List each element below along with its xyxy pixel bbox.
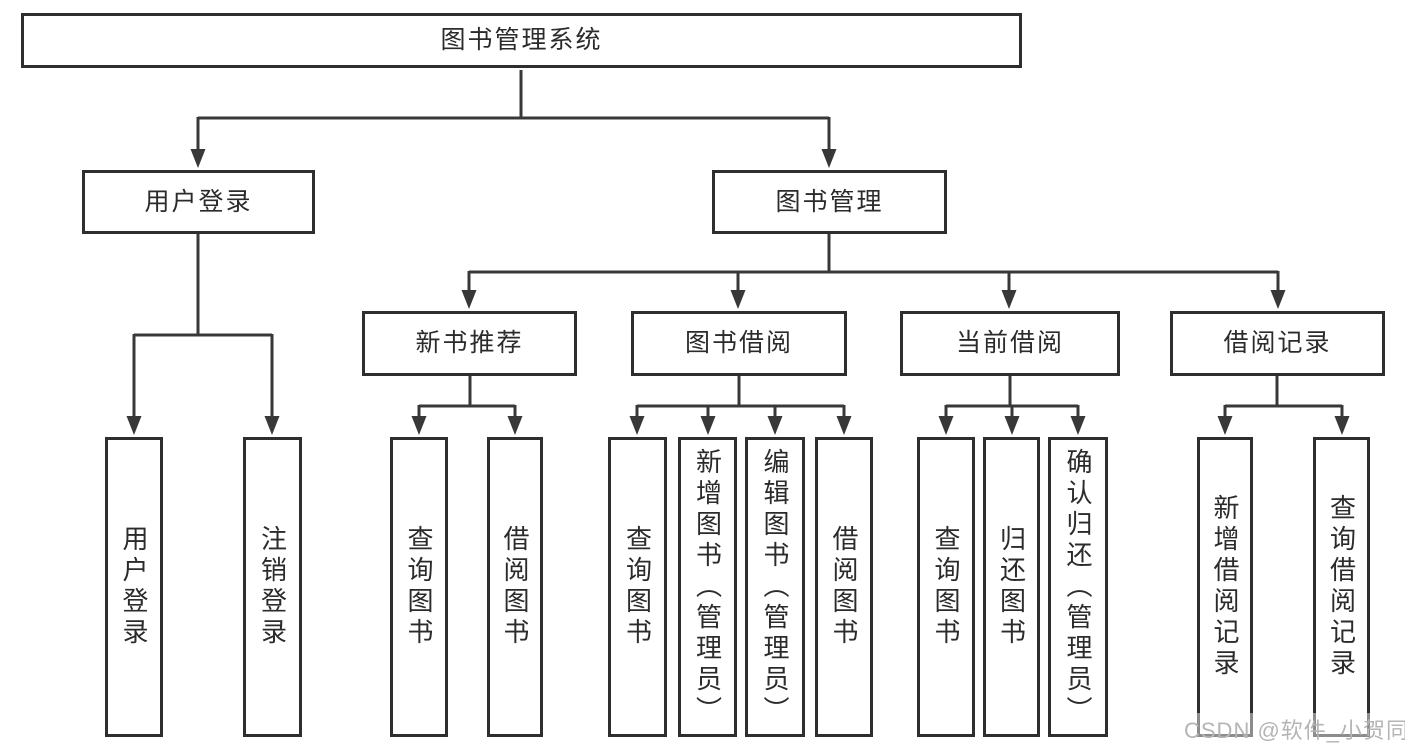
node-current-borrowing: 当前借阅 [900, 311, 1120, 376]
arrow-down-icon [1334, 416, 1350, 435]
arrow-down-icon [1001, 290, 1017, 309]
node-label: 借阅记录 [1223, 329, 1332, 357]
node-label: 图书管理系统 [440, 26, 603, 54]
node-label: 用户登录 [144, 187, 253, 216]
node-user-login-group: 用户登录 [82, 170, 315, 234]
leaf-confirm-return-admin: 确认归还（管理员） [1048, 437, 1108, 737]
node-label: 查询图书 [404, 525, 434, 649]
leaf-return-book: 归还图书 [983, 437, 1040, 737]
arrow-down-icon [730, 290, 746, 309]
arrow-down-icon [629, 416, 645, 435]
leaf-logout: 注销登录 [243, 437, 302, 737]
node-label: 注销登录 [257, 525, 288, 649]
arrow-down-icon [461, 290, 477, 309]
node-label: 借阅图书 [500, 525, 530, 649]
node-label: 查询借阅记录 [1326, 494, 1357, 680]
leaf-query-borrow-record: 查询借阅记录 [1313, 437, 1370, 737]
arrow-down-icon [1070, 416, 1086, 435]
arrow-down-icon [700, 416, 716, 435]
leaf-user-login: 用户登录 [105, 437, 163, 737]
node-label: 当前借阅 [955, 329, 1064, 357]
node-book-management: 图书管理 [712, 170, 947, 234]
node-label: 新书推荐 [415, 329, 524, 357]
leaf-query-books: 查询图书 [917, 437, 975, 737]
arrow-down-icon [836, 416, 852, 435]
node-label: 查询图书 [931, 525, 961, 649]
arrow-down-icon [507, 416, 523, 435]
arrow-down-icon [767, 416, 783, 435]
node-borrowing-records: 借阅记录 [1170, 311, 1385, 376]
node-root-library-system: 图书管理系统 [21, 13, 1022, 68]
node-book-borrowing: 图书借阅 [631, 311, 847, 376]
arrow-down-icon [1270, 290, 1286, 309]
arrow-down-icon [264, 416, 280, 435]
arrow-down-icon [1217, 416, 1233, 435]
leaf-edit-book-admin: 编辑图书（管理员） [745, 437, 805, 737]
leaf-query-books: 查询图书 [390, 437, 448, 737]
leaf-add-book-admin: 新增图书（管理员） [678, 437, 737, 737]
node-label: 确认归还（管理员） [1063, 447, 1093, 727]
leaf-borrow-books: 借阅图书 [487, 437, 543, 737]
node-label: 用户登录 [119, 525, 149, 649]
node-new-book-recommend: 新书推荐 [362, 311, 577, 376]
csdn-watermark: CSDN @软件_小贺同学 [1184, 713, 1405, 745]
arrow-down-icon [190, 149, 206, 168]
arrow-down-icon [126, 416, 142, 435]
node-label: 图书借阅 [684, 329, 793, 357]
node-label: 新增借阅记录 [1210, 494, 1240, 680]
leaf-add-borrow-record: 新增借阅记录 [1197, 437, 1253, 737]
arrow-down-icon [411, 416, 427, 435]
node-label: 借阅图书 [829, 525, 859, 649]
arrow-down-icon [821, 149, 837, 168]
node-label: 图书管理 [775, 187, 884, 216]
node-label: 归还图书 [996, 525, 1027, 649]
arrow-down-icon [938, 416, 954, 435]
node-label: 查询图书 [622, 525, 653, 649]
node-label: 编辑图书（管理员） [760, 447, 790, 727]
node-label: 新增图书（管理员） [692, 447, 723, 727]
arrow-down-icon [1004, 416, 1020, 435]
leaf-query-books: 查询图书 [608, 437, 667, 737]
leaf-borrow-books: 借阅图书 [815, 437, 873, 737]
